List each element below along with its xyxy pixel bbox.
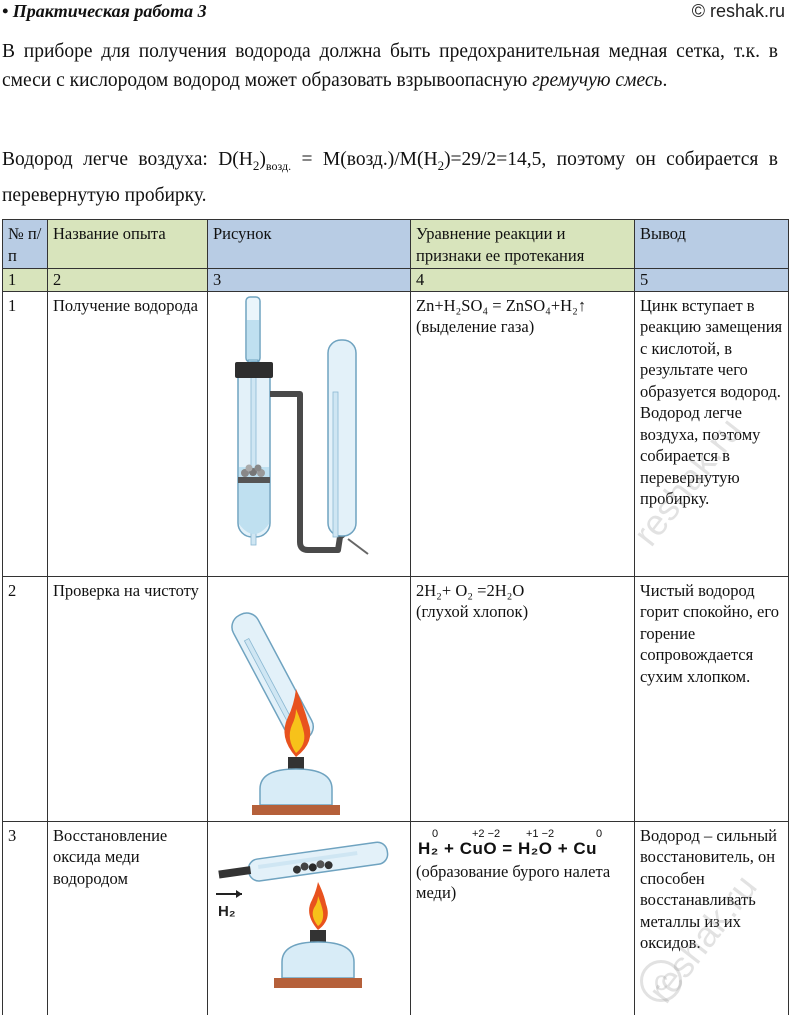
row-num: 3 xyxy=(2,820,48,1015)
row-sign: (образование бурого налета меди) xyxy=(416,861,611,903)
copper-reduction-drawing: H₂ xyxy=(216,841,389,988)
p2-close: ) xyxy=(259,149,266,170)
ox-state-cuo: +2 −2 xyxy=(472,827,501,840)
col-number-1: 1 xyxy=(2,268,48,292)
p1-lead: В приборе для получения водорода должна … xyxy=(2,41,778,91)
row-name: Получение водорода xyxy=(47,290,208,577)
figure-copper-reduction: H₂ xyxy=(207,820,411,1015)
p1-emphasis: гремучую смесь xyxy=(532,70,663,91)
table-row: 2 Проверка на чистоту xyxy=(2,575,789,822)
p2-part-a: Водород легче воздуха: D(H xyxy=(2,149,253,170)
row-conclusion: Чистый водород горит спокойно, его горен… xyxy=(634,575,789,822)
col-number-4: 4 xyxy=(410,268,635,292)
p2-sub-1: 2 xyxy=(252,157,260,173)
col-header-num: № п/п xyxy=(2,219,48,269)
row-sign: (выделение газа) xyxy=(416,317,535,336)
hydrogen-apparatus-drawing xyxy=(235,295,369,555)
row-equation-cell: 2H₂+ O₂ =2H₂O (глухой хлопок) xyxy=(410,575,635,822)
purity-test-drawing xyxy=(231,611,340,815)
table-number-row: 1 2 3 4 5 xyxy=(2,268,789,292)
p2-sub-2: 2 xyxy=(437,157,445,173)
row-name: Восстановление оксида меди водородом xyxy=(47,820,208,1015)
row-name: Проверка на чистоту xyxy=(47,575,208,822)
row-equation-cell: 0 +2 −2 +1 −2 0 H₂ + CuO = H₂O + Cu (обр… xyxy=(410,820,635,1015)
table-row: 1 Получение водорода xyxy=(2,290,789,577)
col-number-2: 2 xyxy=(47,268,208,292)
figure-purity-test xyxy=(207,575,411,822)
table-header-row: № п/п Название опыта Рисунок Уравнение р… xyxy=(2,219,789,269)
col-header-name: Название опыта xyxy=(47,219,208,269)
site-brand[interactable]: © reshak.ru xyxy=(691,1,785,21)
ox-state-h2: 0 xyxy=(432,827,439,840)
row-sign: (глухой хлопок) xyxy=(416,602,529,621)
p1-tail: . xyxy=(662,70,668,91)
ox-state-cu: 0 xyxy=(596,827,603,840)
row-num: 1 xyxy=(2,290,48,577)
practical-work-table: № п/п Название опыта Рисунок Уравнение р… xyxy=(2,219,789,1015)
row-equation-cell: Zn+H₂SO₄ = ZnSO₄+H₂↑ (выделение газа) xyxy=(410,290,635,577)
col-header-conclusion: Вывод xyxy=(634,219,789,269)
row-equation: 2H₂+ O₂ =2H₂O xyxy=(416,580,525,600)
col-header-equation: Уравнение реакции и признаки ее протекан… xyxy=(410,219,635,269)
intro-paragraph-2: Водород легче воздуха: D(H2)возд. = M(во… xyxy=(2,145,778,210)
watermark-copyright-icon: c xyxy=(640,960,682,1002)
p2-part-c: )=29/2=14,5, поэтому он собирается в пер… xyxy=(2,149,778,206)
col-number-3: 3 xyxy=(207,268,411,292)
row-equation: H₂ + CuO = H₂O + Cu xyxy=(418,838,598,858)
page-title: • Практическая работа 3 xyxy=(2,1,207,21)
col-header-figure: Рисунок xyxy=(207,219,411,269)
p2-part-b: = M(возд.)/M(H xyxy=(291,149,438,170)
equation-with-oxidation-states: 0 +2 −2 +1 −2 0 H₂ + CuO = H₂O + Cu xyxy=(416,825,629,861)
ox-state-h2o: +1 −2 xyxy=(526,827,555,840)
figure-hydrogen-apparatus xyxy=(207,290,411,577)
row-conclusion: Цинк вступает в реакцию замещения с кисл… xyxy=(634,290,789,577)
col-number-5: 5 xyxy=(634,268,789,292)
row-equation: Zn+H₂SO₄ = ZnSO₄+H₂↑ xyxy=(416,295,587,315)
page-header: • Практическая работа 3 © reshak.ru xyxy=(0,0,789,26)
gas-label: H₂ xyxy=(218,903,236,920)
row-num: 2 xyxy=(2,575,48,822)
intro-paragraph-1: В приборе для получения водорода должна … xyxy=(2,37,778,95)
p2-sub-air: возд. xyxy=(265,158,292,173)
